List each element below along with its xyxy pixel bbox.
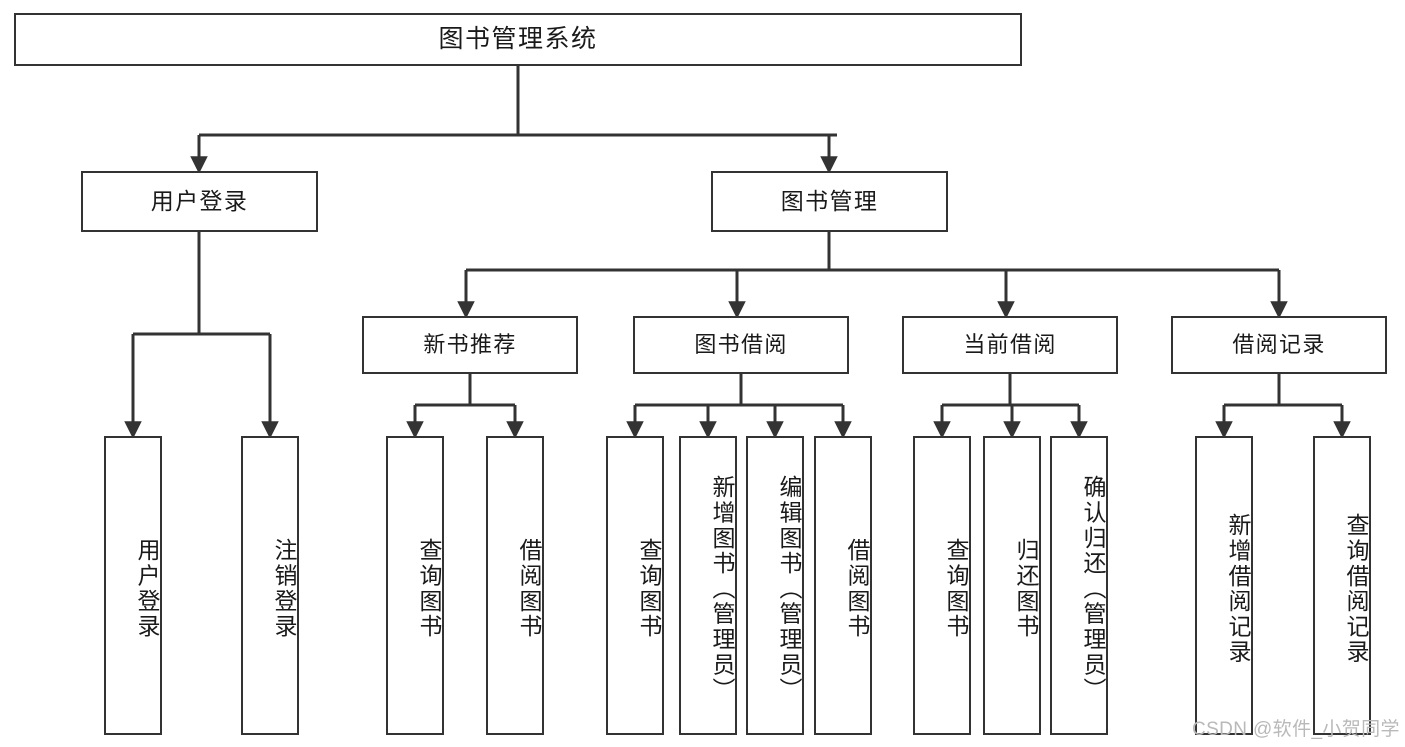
node-leaf-query-book-rec-label: 查询图书 xyxy=(416,537,442,640)
node-borrow-record-label: 借阅记录 xyxy=(1232,332,1326,358)
node-leaf-return-book[interactable]: 归还图书 xyxy=(983,436,1041,735)
node-leaf-borrow-book[interactable]: 借阅图书 xyxy=(814,436,872,735)
node-book-manage-label: 图书管理 xyxy=(780,187,879,214)
node-user-login[interactable]: 用户登录 xyxy=(81,171,318,232)
node-leaf-query-book-cur-label: 查询图书 xyxy=(943,537,969,640)
node-leaf-user-logout[interactable]: 注销登录 xyxy=(241,436,299,735)
node-current-borrow-label: 当前借阅 xyxy=(963,332,1057,358)
node-leaf-edit-book-admin-label: 编辑图书（管理员） xyxy=(776,474,802,703)
node-leaf-query-book-cur[interactable]: 查询图书 xyxy=(913,436,971,735)
node-user-login-label: 用户登录 xyxy=(150,187,249,214)
node-book-borrow[interactable]: 图书借阅 xyxy=(633,316,849,374)
node-leaf-edit-book-admin[interactable]: 编辑图书（管理员） xyxy=(746,436,804,735)
node-new-book-recommend[interactable]: 新书推荐 xyxy=(362,316,578,374)
csdn-watermark: CSDN @软件_小贺同学 xyxy=(1192,719,1400,740)
node-leaf-confirm-return-label: 确认归还（管理员） xyxy=(1080,474,1106,703)
node-root[interactable]: 图书管理系统 xyxy=(14,13,1022,66)
node-leaf-user-logout-label: 注销登录 xyxy=(271,537,297,640)
node-leaf-query-book[interactable]: 查询图书 xyxy=(606,436,664,735)
node-new-book-recommend-label: 新书推荐 xyxy=(423,332,517,358)
node-leaf-query-book-rec[interactable]: 查询图书 xyxy=(386,436,444,735)
node-leaf-query-borrow-record[interactable]: 查询借阅记录 xyxy=(1313,436,1371,735)
node-leaf-user-login-label: 用户登录 xyxy=(134,537,160,640)
node-current-borrow[interactable]: 当前借阅 xyxy=(902,316,1118,374)
node-book-borrow-label: 图书借阅 xyxy=(694,332,788,358)
node-book-manage[interactable]: 图书管理 xyxy=(711,171,948,232)
node-leaf-user-login[interactable]: 用户登录 xyxy=(104,436,162,735)
node-root-label: 图书管理系统 xyxy=(438,24,598,53)
node-leaf-return-book-label: 归还图书 xyxy=(1013,537,1039,640)
node-leaf-borrow-book-rec[interactable]: 借阅图书 xyxy=(486,436,544,735)
node-leaf-add-book-admin[interactable]: 新增图书（管理员） xyxy=(679,436,737,735)
node-leaf-add-borrow-record[interactable]: 新增借阅记录 xyxy=(1195,436,1253,735)
node-borrow-record[interactable]: 借阅记录 xyxy=(1171,316,1387,374)
node-leaf-confirm-return[interactable]: 确认归还（管理员） xyxy=(1050,436,1108,735)
node-leaf-query-borrow-record-label: 查询借阅记录 xyxy=(1343,512,1369,665)
node-leaf-add-book-admin-label: 新增图书（管理员） xyxy=(709,474,735,703)
node-leaf-query-book-label: 查询图书 xyxy=(636,537,662,640)
node-leaf-borrow-book-rec-label: 借阅图书 xyxy=(516,537,542,640)
node-leaf-add-borrow-record-label: 新增借阅记录 xyxy=(1225,512,1251,665)
node-leaf-borrow-book-label: 借阅图书 xyxy=(844,537,870,640)
